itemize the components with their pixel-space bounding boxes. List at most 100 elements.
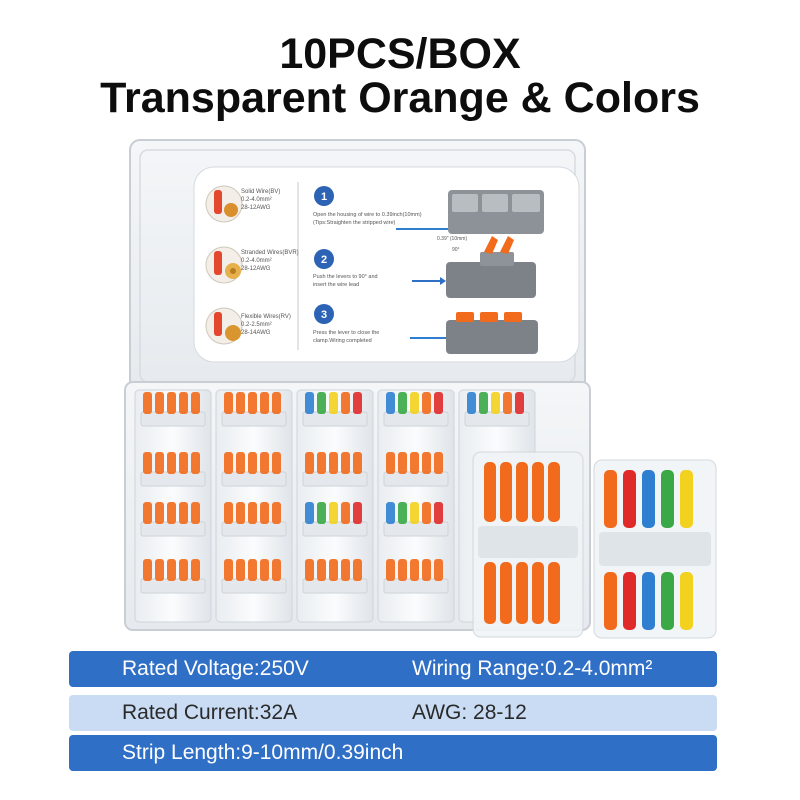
loose-connector-color-core — [599, 532, 711, 566]
connector-lever — [467, 392, 476, 414]
wire-type-2-awg: 28-12AWG — [241, 266, 271, 272]
connector-lever — [386, 452, 395, 474]
connector-lever — [155, 559, 164, 581]
connector-lever — [272, 502, 281, 524]
connector-lever — [329, 559, 338, 581]
spec-row-1: Rated Voltage:250V Wiring Range:0.2-4.0m… — [69, 651, 717, 687]
loose-lever-bottom — [623, 572, 636, 630]
connector-lever — [386, 392, 395, 414]
step-1-line2: (Tips:Straighten the stripped wire) — [313, 220, 395, 226]
step-3: 3 Press the lever to close the clamp.Wir… — [313, 304, 379, 344]
connector-lever — [236, 452, 245, 474]
connector-lever — [305, 392, 314, 414]
connector-body — [302, 411, 368, 427]
connector-lever — [410, 502, 419, 524]
flexible-wire-icon — [205, 307, 243, 345]
step-1-line1: Open the housing of wire to 0.39inch(10m… — [313, 212, 422, 218]
loose-lever-bottom — [604, 572, 617, 630]
connector-lever — [422, 502, 431, 524]
connector-lever — [143, 502, 152, 524]
connector-lever — [398, 502, 407, 524]
loose-lever-top — [500, 462, 512, 522]
rated-voltage: Rated Voltage:250V — [122, 657, 309, 680]
loose-connectors — [472, 451, 717, 639]
connector-lever — [224, 452, 233, 474]
connector-lever — [224, 502, 233, 524]
connector-body — [302, 578, 368, 594]
connector-lever — [317, 452, 326, 474]
loose-lever-top — [548, 462, 560, 522]
connector-body — [221, 471, 287, 487]
wiring-range: Wiring Range:0.2-4.0mm² — [412, 657, 653, 680]
step-2: 2 Push the levers to 90° and insert the … — [313, 249, 378, 288]
connector-lever — [155, 392, 164, 414]
loose-lever-top — [516, 462, 528, 522]
wire-type-1-range: 0.2-4.0mm² — [241, 197, 272, 203]
spec-row-2: Rated Current:32A AWG: 28-12 — [69, 695, 717, 731]
connector-lever — [398, 559, 407, 581]
connector-lever — [167, 392, 176, 414]
step-2-line2: insert the wire lead — [313, 282, 359, 288]
connector-lever — [317, 502, 326, 524]
loose-lever-bottom — [548, 562, 560, 624]
wire-type-3-awg: 28-14AWG — [241, 330, 271, 336]
connector-lever — [179, 559, 188, 581]
connector-lever — [341, 392, 350, 414]
connector-body — [221, 521, 287, 537]
connector-body — [302, 471, 368, 487]
angle-label: 90° — [452, 247, 460, 253]
connector-lever — [248, 559, 257, 581]
loose-lever-top — [532, 462, 544, 522]
connector-body — [140, 578, 206, 594]
connector-lever — [353, 502, 362, 524]
step-2-illustration: 90° — [412, 236, 536, 298]
connector-lever — [386, 502, 395, 524]
connector-lever — [503, 392, 512, 414]
connector-lever — [224, 559, 233, 581]
rated-current: Rated Current:32A — [122, 701, 298, 724]
connector-body — [140, 411, 206, 427]
loose-lever-bottom — [532, 562, 544, 624]
connector-body — [383, 471, 449, 487]
wire-type-1-awg: 28-12AWG — [241, 205, 271, 211]
step-3-line2: clamp.Wiring completed — [313, 338, 372, 344]
loose-lever-bottom — [484, 562, 496, 624]
connector-lever — [479, 392, 488, 414]
step-1: 1 Open the housing of wire to 0.39inch(1… — [313, 186, 422, 226]
connector-lever — [398, 392, 407, 414]
connector-lever — [305, 502, 314, 524]
connector-lever — [398, 452, 407, 474]
connector-lever — [329, 502, 338, 524]
connector-lever — [236, 502, 245, 524]
connector-lever — [248, 392, 257, 414]
loose-connector-orange-core — [478, 526, 578, 558]
connector-body — [383, 521, 449, 537]
awg: AWG: 28-12 — [412, 701, 527, 724]
connector-body — [140, 521, 206, 537]
connector-lever — [317, 559, 326, 581]
connector-body — [140, 471, 206, 487]
loose-lever-bottom — [661, 572, 674, 630]
spec-row-3: Strip Length:9-10mm/0.39inch — [69, 735, 717, 771]
loose-lever-bottom — [680, 572, 693, 630]
connector-lever — [422, 452, 431, 474]
step-3-line1: Press the lever to close the — [313, 330, 379, 336]
connector-lever — [410, 392, 419, 414]
connector-lever — [491, 392, 500, 414]
step-2-number: 2 — [321, 254, 327, 266]
connector-lever — [143, 559, 152, 581]
step-1-number: 1 — [321, 191, 327, 203]
connector-body — [464, 411, 530, 427]
loose-lever-top — [623, 470, 636, 528]
title-line-1: 10PCS/BOX — [279, 30, 521, 78]
connector-lever — [353, 392, 362, 414]
connector-lever — [353, 559, 362, 581]
connector-body — [383, 578, 449, 594]
loose-lever-top — [484, 462, 496, 522]
connector-lever — [272, 392, 281, 414]
connector-lever — [329, 452, 338, 474]
connector-lever — [191, 559, 200, 581]
wire-type-1-name: Solid Wire(BV) — [241, 189, 280, 195]
connector-body — [221, 578, 287, 594]
loose-lever-top — [642, 470, 655, 528]
